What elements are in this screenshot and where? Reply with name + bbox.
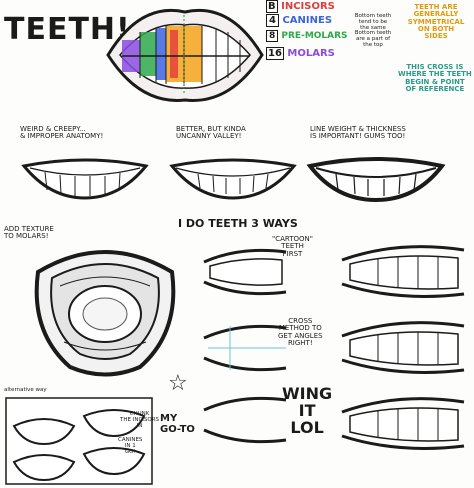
mouth-line-weight — [306, 157, 446, 202]
alt-way-box — [5, 397, 153, 485]
legend: B INCISORS 4 CANINES 8 PRE-MOLARS 16 MOL… — [266, 0, 348, 61]
legend-canines: 4 CANINES — [266, 13, 348, 27]
three-ways-heading: I DO TEETH 3 WAYS — [178, 217, 298, 230]
canines-in-note: CANINES IN 1 GO! — [118, 437, 143, 455]
side-mouth-wing — [203, 396, 287, 444]
cartoon-note: "CARTOON" TEETH FIRST — [272, 235, 314, 258]
alt-way-label: alternative way — [4, 387, 47, 393]
legend-label: MOLARS — [287, 48, 335, 60]
chunk-note: CHUNK THE INCISORS IN — [120, 411, 160, 429]
side-mouth-cross — [203, 324, 287, 372]
my-go-to-note: MY GO-TO — [160, 413, 195, 435]
colored-teeth-mouth — [106, 8, 264, 102]
better-note: BETTER, BUT KINDA UNCANNY VALLEY! — [176, 125, 246, 141]
canine-region — [156, 28, 166, 80]
legend-label: INCISORS — [281, 1, 335, 12]
mouth-weird — [21, 158, 149, 200]
legend-label: CANINES — [282, 14, 333, 26]
bottom-teeth-note: Bottom teeth tend to be the same Bottom … — [354, 13, 392, 48]
legend-key: 4 — [266, 13, 279, 27]
cross-method-note: CROSS METHOD TO GET ANGLES RIGHT! — [278, 317, 323, 348]
star-icon: ☆ — [168, 371, 188, 396]
premolar-region — [140, 32, 156, 76]
weird-note: WEIRD & CREEPY... & IMPROPER ANATOMY! — [20, 125, 104, 141]
mouth-better — [169, 158, 297, 200]
wing-it-note: WING IT LOL — [282, 384, 333, 437]
finished-mouth-3 — [341, 397, 465, 450]
symmetry-note: TEETH ARE GENERALLY SYMMETRICAL ON BOTH … — [407, 3, 465, 41]
page-title: TEETH! — [4, 12, 131, 47]
legend-key: 8 — [266, 30, 279, 42]
finished-mouth-2 — [341, 321, 465, 374]
incisor-accent — [170, 30, 178, 78]
legend-key: 16 — [266, 47, 284, 61]
line-weight-note: LINE WEIGHT & THICKNESS IS IMPORTANT! GU… — [310, 125, 406, 141]
legend-incisors: B INCISORS — [266, 0, 348, 13]
legend-molars: 16 MOLARS — [266, 47, 348, 61]
open-mouth-texture — [34, 250, 176, 377]
legend-label: PRE-MOLARS — [281, 31, 348, 41]
cross-note: THIS CROSS IS WHERE THE TEETH BEGIN & PO… — [398, 63, 472, 94]
legend-premolars: 8 PRE-MOLARS — [266, 30, 348, 42]
side-mouth-cartoon — [203, 248, 287, 296]
texture-note: ADD TEXTURE TO MOLARS! — [4, 225, 54, 241]
legend-key: B — [266, 0, 278, 13]
finished-mouth-1 — [341, 245, 465, 298]
